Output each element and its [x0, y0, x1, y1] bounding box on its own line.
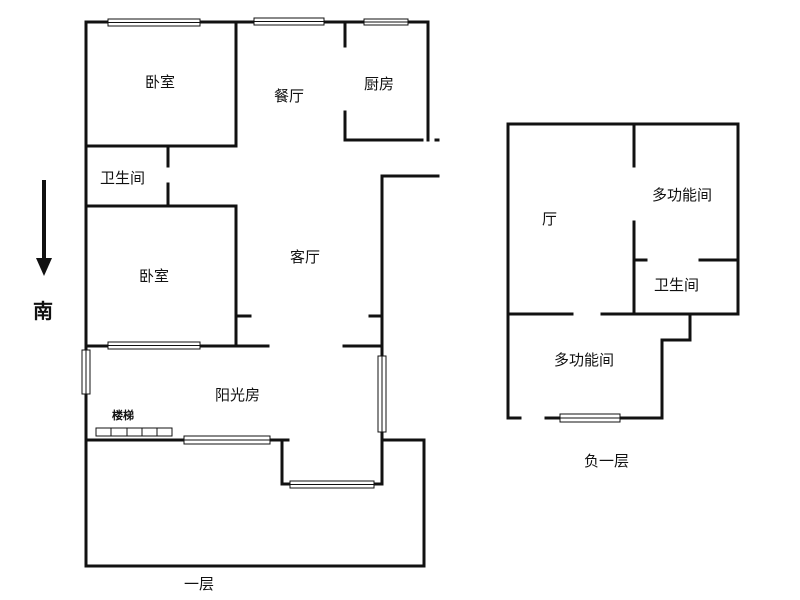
- room-label-bedroom-top: 卧室: [145, 73, 176, 91]
- ground-floor-walls: [84, 20, 440, 568]
- compass-south-label: 南: [33, 299, 53, 323]
- room-label-bedroom-bottom: 卧室: [139, 267, 170, 285]
- room-label-bathroom: 卫生间: [100, 169, 146, 187]
- room-label-sunroom: 阳光房: [215, 386, 261, 404]
- basement-window: [559, 413, 621, 423]
- room-label-stairs: 楼梯: [112, 409, 134, 422]
- basement-walls: [506, 122, 740, 420]
- room-label-kitchen: 厨房: [364, 75, 395, 93]
- floor-caption-ground: 一层: [184, 575, 215, 593]
- ground-floor-windows: [81, 17, 409, 489]
- room-label-basement-hall: 厅: [542, 210, 558, 228]
- south-arrow-icon: [36, 180, 52, 276]
- room-label-living: 客厅: [290, 248, 321, 266]
- room-label-basement-bathroom: 卫生间: [654, 276, 700, 294]
- room-label-basement-multi-bottom: 多功能间: [554, 351, 615, 369]
- staircase: [95, 427, 173, 437]
- room-label-basement-multi-top: 多功能间: [652, 186, 713, 204]
- floor-caption-basement: 负一层: [584, 452, 630, 470]
- room-label-dining: 餐厅: [274, 87, 305, 105]
